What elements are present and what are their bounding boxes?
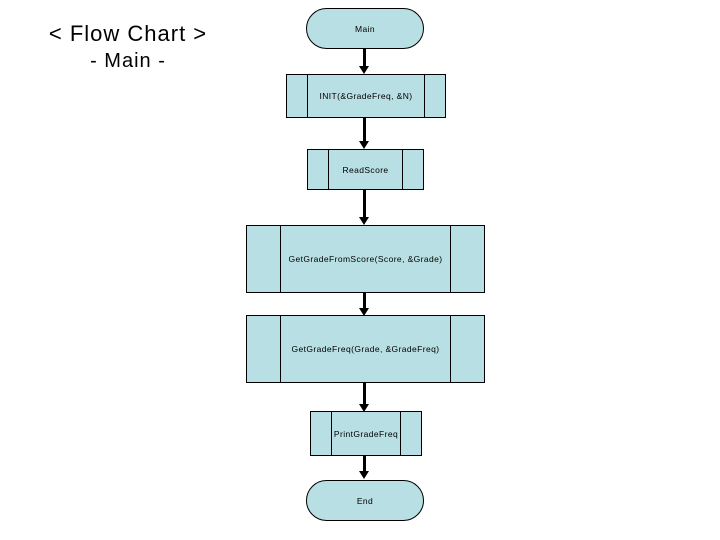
connector-init-to-readscore: [363, 118, 366, 142]
page-title-line-2: - Main -: [90, 50, 166, 72]
arrowhead-readscore-to-getgrade: [359, 217, 369, 225]
connector-print-to-end: [363, 456, 366, 472]
arrowhead-main-to-init: [359, 66, 369, 74]
arrowhead-getgrade-to-getgradefreq: [359, 308, 369, 316]
flow-node-main-label: Main: [354, 23, 376, 34]
flow-node-read-score[interactable]: ReadScore: [307, 149, 424, 190]
page-title-line-1: < Flow Chart >: [48, 21, 208, 46]
flow-node-init-label: INIT(&GradeFreq, &N): [319, 91, 413, 101]
connector-getgrade-to-getgradefreq: [363, 293, 366, 311]
connector-main-to-init: [363, 49, 366, 68]
flow-node-end-label: End: [356, 495, 374, 506]
flow-node-get-grade-freq[interactable]: GetGradeFreq(Grade, &GradeFreq): [246, 315, 485, 383]
flow-node-get-grade-freq-label: GetGradeFreq(Grade, &GradeFreq): [291, 344, 440, 354]
arrowhead-init-to-readscore: [359, 141, 369, 149]
flow-node-print-grade-freq[interactable]: PrintGradeFreq: [310, 411, 422, 456]
flow-node-print-grade-freq-label: PrintGradeFreq: [333, 428, 399, 439]
arrowhead-getgradefreq-to-print: [359, 404, 369, 412]
flow-node-main[interactable]: Main: [306, 8, 424, 49]
flow-node-get-grade-from-score[interactable]: GetGradeFromScore(Score, &Grade): [246, 225, 485, 293]
arrowhead-print-to-end: [359, 471, 369, 479]
page-title: < Flow Chart > - Main -: [8, 20, 248, 74]
flow-node-read-score-label: ReadScore: [342, 164, 389, 175]
flow-node-init[interactable]: INIT(&GradeFreq, &N): [286, 74, 446, 118]
flow-node-get-grade-from-score-label: GetGradeFromScore(Score, &Grade): [288, 254, 443, 264]
connector-getgradefreq-to-print: [363, 383, 366, 405]
connector-readscore-to-getgrade: [363, 190, 366, 218]
flow-node-end[interactable]: End: [306, 480, 424, 521]
